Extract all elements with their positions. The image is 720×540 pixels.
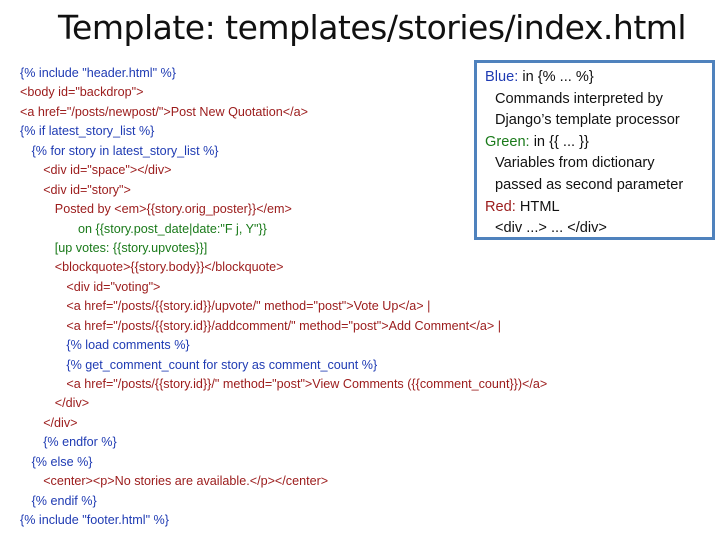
legend-green-label: Green: xyxy=(485,133,530,150)
color-legend-box: Blue: in {% ... %} Commands interpreted … xyxy=(474,60,715,240)
code-line: {% endfor %} xyxy=(43,435,117,450)
code-line: {% load comments %} xyxy=(66,338,190,353)
code-line: <div id="voting"> xyxy=(66,279,161,294)
code-line: Posted by <em>{{story.orig_poster}}</em> xyxy=(54,202,292,217)
legend-blue-desc-2: Django’s template processor xyxy=(495,112,680,129)
code-line: <a href="/posts/{{story.id}}/addcomment/… xyxy=(66,318,502,333)
code-line: {% get_comment_count for story as commen… xyxy=(66,357,378,372)
code-line: {% if latest_story_list %} xyxy=(20,124,155,139)
code-line: <body id="backdrop"> xyxy=(20,85,144,100)
code-line: <a href="/posts/{{story.id}}/upvote/" me… xyxy=(66,299,431,314)
code-line: <center><p>No stories are available.</p>… xyxy=(43,474,329,489)
legend-red-value: HTML xyxy=(519,198,560,215)
code-line: [up votes: {{story.upvotes}}] xyxy=(54,240,208,255)
code-listing: {% include "header.html" %} <body id="bac… xyxy=(20,64,547,531)
legend-green-row: Green: in {{ ... }} xyxy=(485,132,704,154)
code-line: <a href="/posts/newpost/">Post New Quota… xyxy=(20,104,308,119)
code-line: <blockquote>{{story.body}}</blockquote> xyxy=(54,260,284,275)
legend-green-desc-1: Variables from dictionary xyxy=(495,155,655,172)
code-line: {% else %} xyxy=(31,454,93,469)
slide-title: Template: templates/stories/index.html xyxy=(58,8,687,47)
legend-red-label: Red: xyxy=(485,198,516,215)
code-line: </div> xyxy=(43,415,78,430)
legend-green-desc-2: passed as second parameter xyxy=(495,176,684,193)
code-line: on {{story.post_date|date:"F j, Y"}} xyxy=(78,221,267,236)
code-line: {% endif %} xyxy=(31,493,97,508)
code-line: {% for story in latest_story_list %} xyxy=(31,143,219,158)
legend-blue-label: Blue: xyxy=(485,69,519,85)
code-line: {% include "header.html" %} xyxy=(20,66,176,80)
code-line: {% include "footer.html" %} xyxy=(20,513,169,528)
legend-red-row: Red: HTML xyxy=(485,197,704,219)
legend-red-desc: <div ...> ... </div> xyxy=(495,220,607,237)
code-line: <div id="space"></div> xyxy=(43,163,172,178)
legend-blue-row: Blue: in {% ... %} xyxy=(485,67,704,89)
code-line: </div> xyxy=(54,396,90,411)
code-line: <div id="story"> xyxy=(43,182,131,197)
code-line: <a href="/posts/{{story.id}}/" method="p… xyxy=(66,377,548,391)
legend-blue-desc-1: Commands interpreted by xyxy=(495,90,663,107)
legend-blue-value: in {% ... %} xyxy=(522,69,594,85)
legend-green-value: in {{ ... }} xyxy=(533,133,589,150)
